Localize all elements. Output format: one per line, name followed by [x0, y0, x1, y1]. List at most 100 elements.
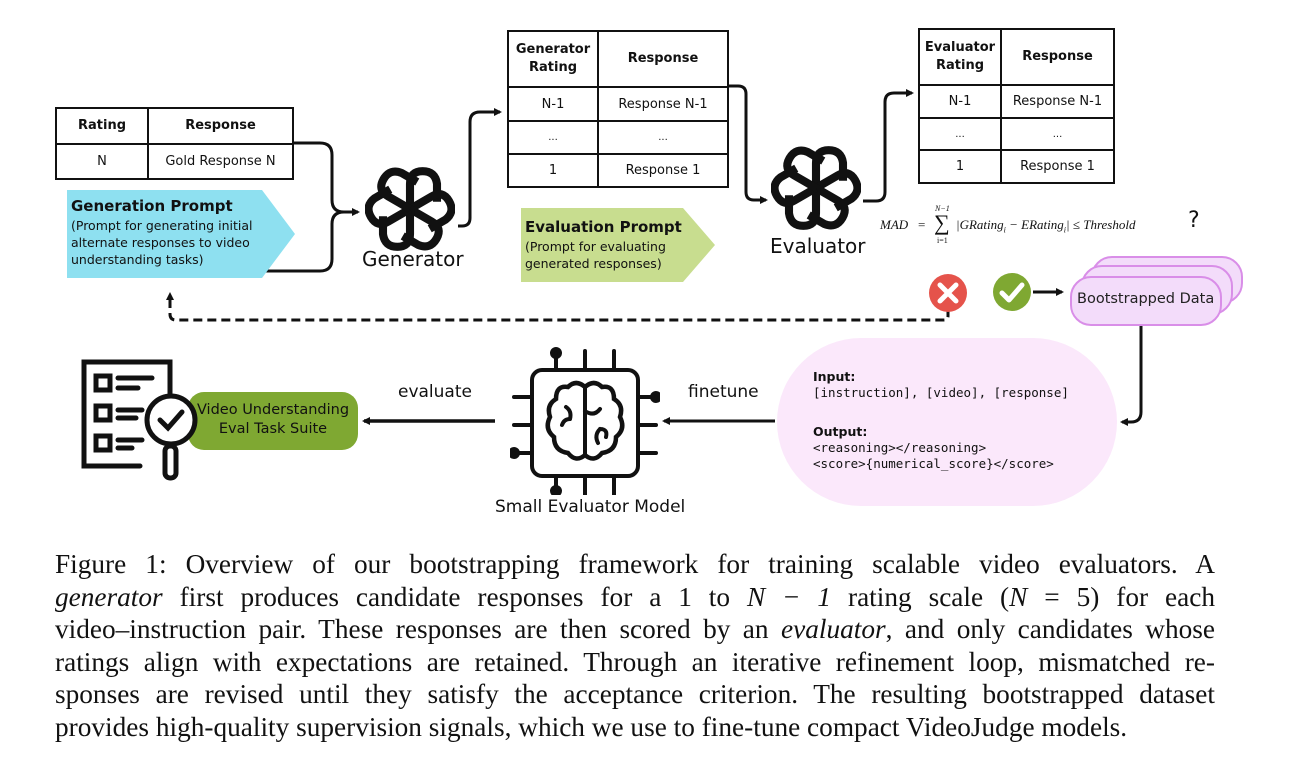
input-table-header-rating: Rating — [55, 107, 149, 145]
caption-emph-evaluator: evaluator — [781, 614, 886, 644]
generator-table-cell: Response N-1 — [597, 86, 729, 122]
evaluator-table-header-rating: Evaluator Rating — [918, 28, 1002, 86]
caption-text: , and only candidates whose — [885, 614, 1216, 644]
evaluator-table-cell: Response N-1 — [1000, 84, 1115, 119]
generator-label: Generator — [362, 247, 464, 271]
evaluator-table-cell: ... — [1000, 117, 1115, 151]
evaluator-table-header-response: Response — [1000, 28, 1115, 86]
bootstrapped-data-stack — [1070, 256, 1243, 326]
checklist-magnifier-icon — [81, 359, 198, 481]
generation-prompt-line: (Prompt for generating initial — [71, 218, 253, 233]
evaluator-table-cell: ... — [918, 117, 1002, 151]
caption-text: ratings align with expectations are reta… — [55, 646, 1215, 677]
caption-text: = 5) for each — [1027, 581, 1215, 612]
caption-line: video–instruction pair. These responses … — [55, 613, 1215, 646]
formula-rhs: | ≤ Threshold — [1066, 217, 1136, 232]
header-line: Generator — [515, 42, 591, 57]
caption-emph-generator: generator — [55, 581, 163, 612]
caption-line: generator first produces candidate respo… — [55, 581, 1215, 614]
input-to-generator-connector — [293, 141, 360, 216]
evaluator-table-cell: Response 1 — [1000, 149, 1115, 184]
eval-suite-line: Eval Task Suite — [218, 421, 328, 437]
caption-text: first produces candidate responses for a… — [162, 581, 747, 612]
generator-openai-knot-icon — [365, 164, 455, 254]
generator-table-cell: ... — [507, 120, 599, 155]
formula-erating: − ERating — [1005, 217, 1064, 232]
io-output-label: Output: — [813, 424, 868, 439]
header-line: Rating — [528, 60, 577, 75]
finetune-label: finetune — [688, 382, 759, 402]
io-output-line: <reasoning></reasoning> — [813, 440, 987, 455]
formula-lhs: MAD — [880, 217, 909, 232]
caption-line: provides high-quality supervision signal… — [55, 711, 1215, 744]
mad-formula: MAD = N−1 ∑ i=1 |GRatingi − ERatingi| ≤ … — [880, 204, 1210, 250]
evaluation-prompt-line: (Prompt for evaluating — [525, 239, 666, 254]
io-spec-bubble — [777, 338, 1117, 506]
formula-sum-upper: N−1 — [935, 204, 950, 213]
caption-math: N — [1009, 581, 1028, 612]
caption-math: N − 1 — [746, 581, 832, 612]
io-output-line: <score>{numerical_score}</score> — [813, 456, 1054, 471]
small-model-label: Small Evaluator Model — [495, 497, 686, 517]
formula-question: ? — [1188, 208, 1200, 233]
bootstrapped-data-label: Bootstrapped Data — [1077, 291, 1215, 307]
generator-table-header-rating: Generator Rating — [507, 30, 599, 88]
evaluation-prompt-line: generated responses) — [525, 256, 662, 271]
evaluator-label: Evaluator — [770, 234, 866, 258]
formula-sub: i — [1063, 225, 1066, 235]
evaluate-label: evaluate — [398, 382, 472, 402]
evaluator-openai-knot-icon — [771, 143, 861, 233]
generator-table-cell: Response 1 — [597, 153, 729, 188]
evaluator-table-cell: N-1 — [918, 84, 1002, 119]
caption-text: sponses are revised until they satisfy t… — [55, 679, 1215, 709]
caption-text: provides high-quality supervision signal… — [55, 711, 1128, 742]
evaluation-prompt: Evaluation Prompt (Prompt for evaluating… — [525, 218, 710, 272]
caption-line: sponses are revised until they satisfy t… — [55, 678, 1215, 711]
evaluation-prompt-shape — [521, 208, 715, 282]
caption-line: Figure 1: Overview of our bootstrapping … — [55, 548, 1215, 581]
reject-loop-connector — [166, 292, 950, 322]
brain-chip-icon — [510, 347, 660, 495]
input-table-cell: Gold Response N — [147, 143, 294, 180]
generator-table-cell: 1 — [507, 153, 599, 188]
bootstrapped-to-io-connector — [1120, 325, 1143, 426]
generation-prompt-shape — [67, 190, 295, 278]
formula-sub: i — [1003, 225, 1006, 235]
formula-sum-sign: ∑ — [934, 210, 950, 235]
eval-suite-line: Video Understanding — [196, 402, 350, 418]
generator-table-cell: ... — [597, 120, 729, 155]
generation-prompt: Generation Prompt (Prompt for generating… — [71, 197, 271, 268]
generation-prompt-line: alternate responses to video — [71, 235, 250, 250]
evaluator-table: Evaluator Rating Response N-1 Response N… — [918, 28, 1115, 184]
eval-suite-pill — [188, 392, 358, 450]
io-input-value: [instruction], [video], [response] — [813, 385, 1069, 400]
header-line: Evaluator — [924, 40, 996, 55]
formula-sum-lower: i=1 — [937, 236, 948, 245]
input-table-header-response: Response — [147, 107, 294, 145]
generator-table-header-response: Response — [597, 30, 729, 88]
table-to-evaluator-connector — [728, 84, 768, 204]
formula-body: |GRatingi − ERatingi| ≤ Threshold — [956, 217, 1135, 235]
input-table: Rating Response N Gold Response N — [55, 107, 294, 180]
evaluator-to-table-connector — [863, 89, 914, 203]
check-circle-icon — [993, 273, 1031, 311]
caption-text: rating scale ( — [831, 581, 1010, 612]
input-table-cell: N — [55, 143, 149, 180]
formula-equals: = — [918, 217, 926, 232]
io-spec: Input: [instruction], [video], [response… — [813, 369, 1069, 472]
header-line: Rating — [935, 58, 984, 73]
x-circle-icon — [929, 274, 967, 312]
evaluator-table-cell: 1 — [918, 149, 1002, 184]
caption-text: video–instruction pair. These responses … — [55, 614, 781, 644]
generation-prompt-title: Generation Prompt — [71, 197, 233, 215]
evaluation-prompt-title: Evaluation Prompt — [525, 218, 682, 236]
caption-text: Figure 1: Overview of our bootstrapping … — [55, 549, 1215, 579]
generator-table-cell: N-1 — [507, 86, 599, 122]
caption-line: ratings align with expectations are reta… — [55, 646, 1215, 679]
figure-caption: Figure 1: Overview of our bootstrapping … — [55, 548, 1215, 743]
generator-to-table-connector — [458, 108, 502, 228]
io-input-label: Input: — [813, 369, 856, 384]
generator-table: Generator Rating Response N-1 Response N… — [507, 30, 729, 188]
generation-prompt-line: understanding tasks) — [71, 252, 204, 267]
